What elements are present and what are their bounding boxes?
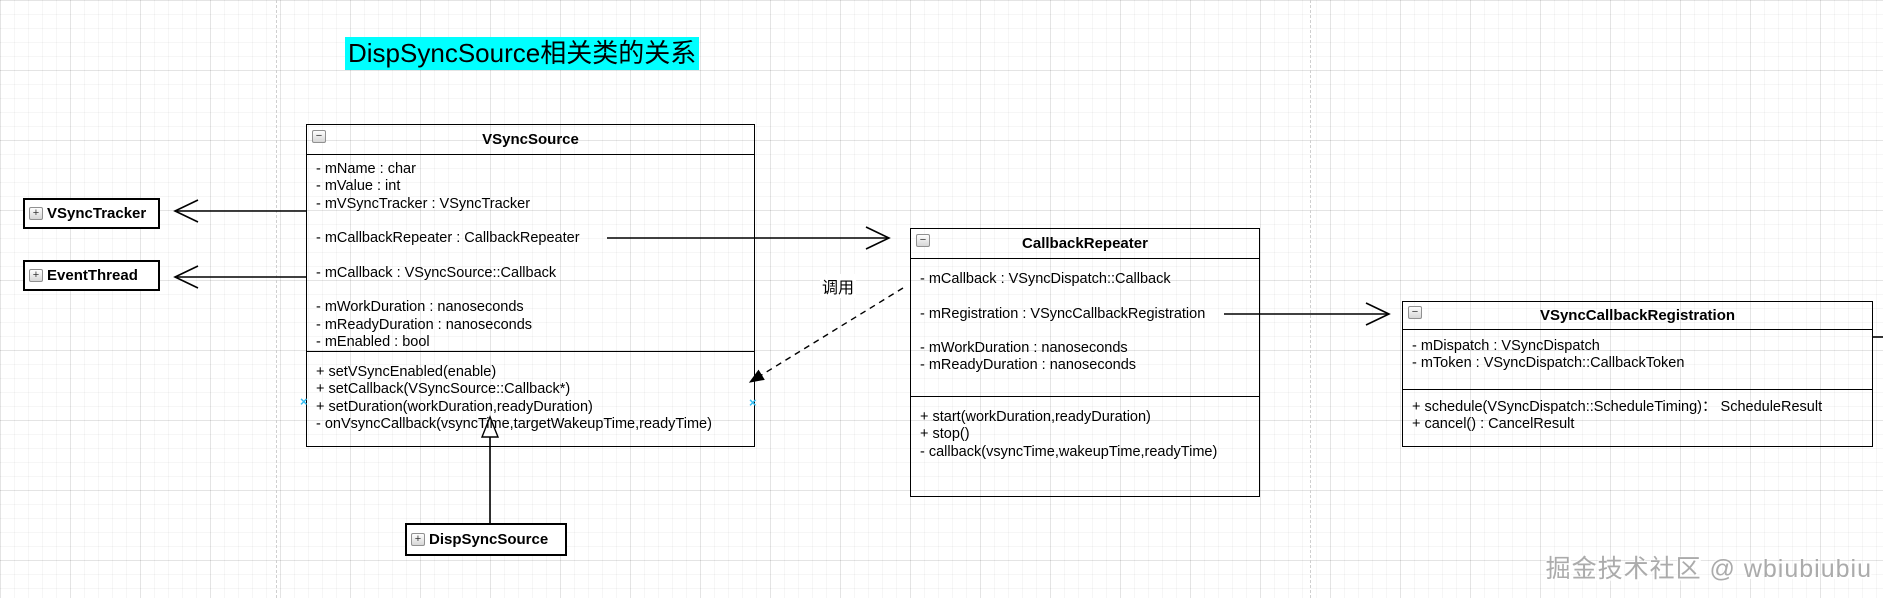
member-line: - mCallback : VSyncSource::Callback: [316, 264, 557, 281]
member-line: - mToken : VSyncDispatch::CallbackToken: [1412, 355, 1685, 372]
class-box-dispsyncsource[interactable]: + DispSyncSource: [405, 523, 567, 556]
class-methods: + start(workDuration,readyDuration)+ sto…: [911, 396, 1259, 498]
member-line: - mRegistration : VSyncCallbackRegistrat…: [920, 305, 1206, 322]
member-line: + stop(): [920, 426, 970, 443]
member-line: + setVSyncEnabled(enable): [316, 364, 497, 380]
class-name: CallbackRepeater: [1022, 235, 1148, 252]
edge-vsyncsource-to-vsynctracker[interactable]: [173, 199, 306, 223]
collapse-icon[interactable]: −: [916, 234, 930, 247]
class-box-vsyncsource[interactable]: − VSyncSource - mName : char- mValue : i…: [306, 124, 755, 447]
class-methods: + setVSyncEnabled(enable)+ setCallback(V…: [307, 351, 754, 448]
member-line: + setDuration(workDuration,readyDuration…: [316, 398, 593, 415]
class-box-eventthread[interactable]: + EventThread: [23, 260, 160, 291]
member-line: - mEnabled : bool: [316, 333, 430, 350]
class-name: VSyncSource: [482, 131, 579, 148]
expand-icon[interactable]: +: [411, 533, 425, 546]
member-line: [911, 288, 1259, 305]
watermark: 掘金技术社区 @ wbiubiubiu: [1545, 555, 1872, 583]
diagram-title[interactable]: DispSyncSource相关类的关系: [345, 37, 700, 70]
expand-icon[interactable]: +: [29, 269, 43, 282]
class-name: DispSyncSource: [429, 531, 549, 548]
collapse-icon[interactable]: −: [1408, 306, 1422, 319]
member-line: + setCallback(VSyncSource::Callback*): [316, 381, 571, 398]
member-line: - mReadyDuration : nanoseconds: [316, 316, 533, 333]
class-title-bar[interactable]: − VSyncSource: [307, 125, 754, 155]
class-name: EventThread: [47, 267, 138, 284]
class-box-vsynccallbackregistration[interactable]: − VSyncCallbackRegistration - mDispatch …: [1402, 301, 1873, 447]
class-name: VSyncCallbackRegistration: [1539, 307, 1736, 324]
member-line: - mDispatch : VSyncDispatch: [1412, 338, 1600, 354]
member-line: + start(workDuration,readyDuration): [920, 409, 1151, 425]
class-methods: + schedule(VSyncDispatch::ScheduleTiming…: [1403, 389, 1872, 448]
member-line: - mValue : int: [316, 178, 401, 195]
class-attributes: - mName : char- mValue : int- mVSyncTrac…: [307, 155, 754, 351]
member-line: - onVsyncCallback(vsyncTime,targetWakeup…: [316, 415, 712, 432]
member-line: [911, 323, 1259, 340]
member-line: + cancel() : CancelResult: [1412, 416, 1575, 433]
member-line: - callback(vsyncTime,wakeupTime,readyTim…: [920, 443, 1218, 460]
member-line: - mCallback : VSyncDispatch::Callback: [920, 271, 1171, 287]
collapse-icon[interactable]: −: [312, 130, 326, 143]
member-line: + schedule(VSyncDispatch::ScheduleTiming…: [1412, 399, 1823, 415]
edge-dispsyncsource-to-vsyncsource[interactable]: [480, 415, 500, 523]
member-line: - mReadyDuration : nanoseconds: [920, 357, 1137, 374]
member-line: - mCallbackRepeater : CallbackRepeater: [316, 230, 580, 247]
edge-callbackrepeater-calls-vsyncsource[interactable]: [748, 287, 904, 383]
class-box-vsynctracker[interactable]: + VSyncTracker: [23, 198, 160, 229]
edge-label-call[interactable]: 调用: [820, 274, 857, 298]
member-line: - mName : char: [316, 161, 416, 177]
class-attributes: - mCallback : VSyncDispatch::Callback - …: [911, 259, 1259, 396]
connection-point-icon: ×: [300, 394, 308, 409]
member-line: - mVSyncTracker : VSyncTracker: [316, 195, 531, 212]
class-title-bar[interactable]: − CallbackRepeater: [911, 229, 1259, 259]
member-line: - mWorkDuration : nanoseconds: [920, 340, 1128, 357]
expand-icon[interactable]: +: [29, 207, 43, 220]
edge-vsyncsource-to-callbackrepeater[interactable]: [607, 226, 891, 250]
page-boundary-line: [1310, 0, 1311, 598]
class-box-callbackrepeater[interactable]: − CallbackRepeater - mCallback : VSyncDi…: [910, 228, 1260, 497]
class-title-bar[interactable]: − VSyncCallbackRegistration: [1403, 302, 1872, 330]
connection-point-icon: ×: [749, 395, 757, 410]
edge-vsyncsource-to-eventthread[interactable]: [173, 265, 306, 289]
member-line: [307, 213, 754, 230]
edge-callbackrepeater-to-vsynccallbackregistration[interactable]: [1224, 302, 1391, 326]
page-boundary-line: [276, 0, 277, 598]
class-name: VSyncTracker: [47, 205, 147, 222]
member-line: [307, 247, 754, 264]
member-line: [307, 282, 754, 299]
member-line: - mWorkDuration : nanoseconds: [316, 299, 524, 316]
class-attributes: - mDispatch : VSyncDispatch- mToken : VS…: [1403, 330, 1872, 389]
